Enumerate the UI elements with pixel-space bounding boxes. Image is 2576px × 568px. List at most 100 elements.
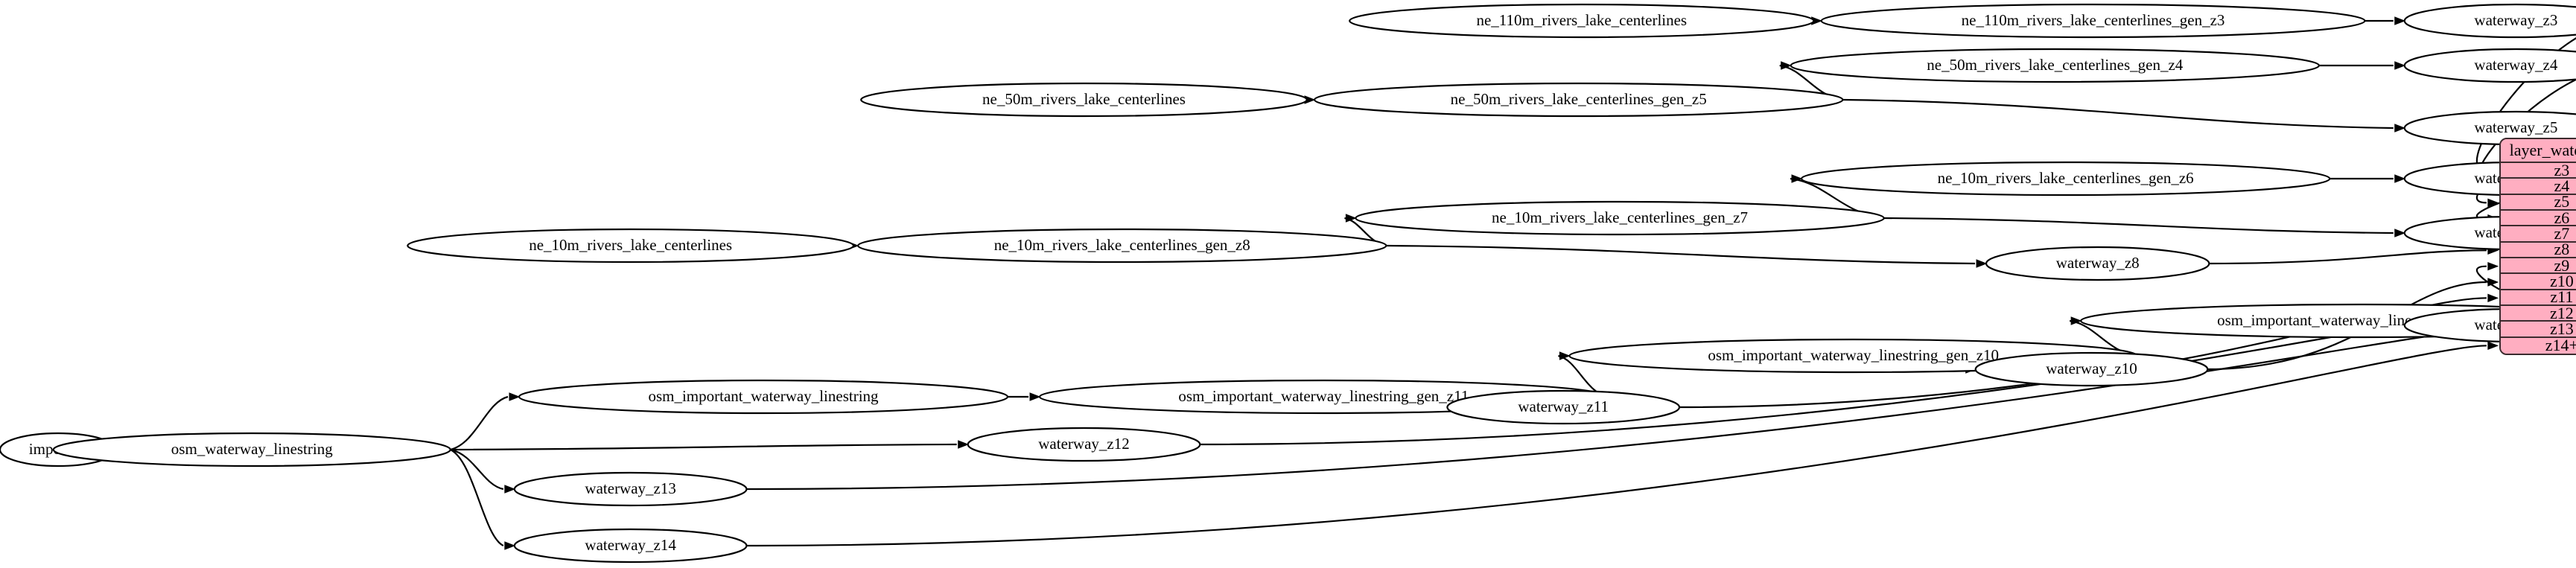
edge-arrowhead xyxy=(1029,392,1041,401)
edge-osm_waterway_linestring--to--waterway_z12 xyxy=(450,443,957,451)
node-ne_110m_rivers_lake_centerlines_gen_z3[interactable]: ne_110m_rivers_lake_centerlines_gen_z3 xyxy=(1820,3,2366,39)
edge-arrowhead xyxy=(504,541,516,550)
edge-arrowhead xyxy=(2487,261,2499,271)
edge-path xyxy=(450,448,504,491)
record-row-z11[interactable]: z11 xyxy=(2500,287,2576,306)
node-shape xyxy=(1800,161,2331,197)
record-row-z14+[interactable]: z14+ xyxy=(2500,336,2576,354)
node-ne_50m_rivers_lake_centerlines[interactable]: ne_50m_rivers_lake_centerlines xyxy=(860,82,1308,118)
record-row-z9[interactable]: z9 xyxy=(2500,256,2576,275)
record-row-z12[interactable]: z12 xyxy=(2500,304,2576,322)
node-osm_important_waterway_linestring_gen_z11[interactable]: osm_important_waterway_linestring_gen_z1… xyxy=(1038,379,1609,415)
node-waterway_z12[interactable]: waterway_z12 xyxy=(967,427,1201,462)
node-shape xyxy=(1790,48,2321,83)
node-shape xyxy=(518,379,1009,415)
node-label: waterway_z10 xyxy=(2046,360,2137,377)
node-label: waterway_z11 xyxy=(1518,398,1609,415)
node-shape xyxy=(1974,351,2209,387)
node-shape xyxy=(513,471,748,507)
edge-path xyxy=(1842,98,2394,130)
node-shape xyxy=(1820,3,2366,39)
edge-arrowhead xyxy=(1559,351,1571,360)
node-label: waterway_z3 xyxy=(2474,11,2557,29)
node-ne_10m_rivers_lake_centerlines_gen_z8[interactable]: ne_10m_rivers_lake_centerlines_gen_z8 xyxy=(856,228,1387,264)
node-ne_10m_rivers_lake_centerlines_gen_z7[interactable]: ne_10m_rivers_lake_centerlines_gen_z7 xyxy=(1355,200,1885,236)
edge-arrowhead xyxy=(2070,316,2082,325)
edge-path xyxy=(2209,249,2487,265)
edge-osm_waterway_linestring--to--waterway_z13 xyxy=(450,448,504,491)
node-ne_10m_rivers_lake_centerlines_gen_z6[interactable]: ne_10m_rivers_lake_centerlines_gen_z6 xyxy=(1800,161,2331,197)
record-row-z7[interactable]: z7 xyxy=(2500,224,2576,243)
node-osm_waterway_linestring[interactable]: osm_waterway_linestring xyxy=(52,432,451,468)
node-shape xyxy=(1313,82,1844,118)
node-osm_important_waterway_linestring[interactable]: osm_important_waterway_linestring xyxy=(518,379,1009,415)
node-label: waterway_z14 xyxy=(585,536,676,554)
node-label: ne_50m_rivers_lake_centerlines_gen_z4 xyxy=(1927,56,2184,74)
node-label: waterway_z13 xyxy=(585,479,675,497)
node-shape xyxy=(1985,246,2210,281)
node-label: waterway_z8 xyxy=(2056,254,2140,272)
node-label: ne_10m_rivers_lake_centerlines_gen_z7 xyxy=(1492,208,1748,226)
node-label: osm_important_waterway_linestring_gen_z1… xyxy=(1708,346,1999,364)
node-waterway_z11[interactable]: waterway_z11 xyxy=(1446,389,1681,425)
node-waterway_z4[interactable]: waterway_z4 xyxy=(2403,48,2576,83)
node-ne_50m_rivers_lake_centerlines_gen_z5[interactable]: ne_50m_rivers_lake_centerlines_gen_z5 xyxy=(1313,82,1844,118)
node-waterway_z14[interactable]: waterway_z14 xyxy=(513,528,748,564)
edge-arrowhead xyxy=(958,440,970,449)
node-ne_50m_rivers_lake_centerlines_gen_z4[interactable]: ne_50m_rivers_lake_centerlines_gen_z4 xyxy=(1790,48,2321,83)
node-label: ne_10m_rivers_lake_centerlines_gen_z6 xyxy=(1938,169,2194,187)
edge-path xyxy=(746,328,2487,491)
node-label: waterway_z4 xyxy=(2474,56,2557,74)
record-row-z3[interactable]: z3 xyxy=(2500,161,2576,179)
record-node-layer-waterway[interactable]: layer_waterway z3z4z5z6z7z8z9z10z11z12z1… xyxy=(2499,138,2576,355)
edge-arrowhead xyxy=(2394,61,2406,70)
record-row-z13[interactable]: z13 xyxy=(2500,319,2576,338)
edge-arrowhead xyxy=(1791,174,1803,183)
node-waterway_z13[interactable]: waterway_z13 xyxy=(513,471,748,507)
node-ne_10m_rivers_lake_centerlines[interactable]: ne_10m_rivers_lake_centerlines xyxy=(407,228,855,264)
nodes-layer: imposm3osm_waterway_linestringne_110m_ri… xyxy=(0,3,2576,564)
edge-arrowhead xyxy=(504,485,516,494)
edge-path xyxy=(1386,244,1976,265)
node-waterway_z3[interactable]: waterway_z3 xyxy=(2403,3,2576,39)
edge-arrowhead xyxy=(1976,259,1988,268)
node-shape xyxy=(2403,48,2576,83)
edge-waterway_z8--to--layer_waterway-z8 xyxy=(2209,249,2487,265)
edge-arrowhead xyxy=(2394,16,2406,25)
node-shape xyxy=(1446,389,1681,425)
edge-path xyxy=(450,449,504,546)
node-label: waterway_z5 xyxy=(2474,118,2557,136)
edge-ne_50m_rivers_lake_centerlines_gen_z5--to--waterway_z5 xyxy=(1842,98,2394,130)
node-label: osm_important_waterway_linestring_gen_z1… xyxy=(1178,387,1469,405)
record-row-z6[interactable]: z6 xyxy=(2500,208,2576,227)
node-waterway_z5[interactable]: waterway_z5 xyxy=(2403,110,2576,146)
edge-arrowhead xyxy=(2487,293,2499,303)
node-label: ne_10m_rivers_lake_centerlines xyxy=(529,236,732,254)
node-ne_110m_rivers_lake_centerlines[interactable]: ne_110m_rivers_lake_centerlines xyxy=(1349,3,1815,39)
node-label: ne_110m_rivers_lake_centerlines xyxy=(1476,11,1687,29)
edge-arrowhead xyxy=(2394,124,2406,133)
record-row-z10[interactable]: z10 xyxy=(2500,272,2576,290)
edges-layer xyxy=(42,16,2576,550)
node-label: ne_50m_rivers_lake_centerlines_gen_z5 xyxy=(1451,90,1707,108)
record-row-z8[interactable]: z8 xyxy=(2500,240,2576,258)
edge-ne_10m_rivers_lake_centerlines_gen_z8--to--waterway_z8 xyxy=(1386,244,1976,265)
node-waterway_z8[interactable]: waterway_z8 xyxy=(1985,246,2210,281)
node-label: waterway_z12 xyxy=(1038,435,1129,453)
record-row-z4[interactable]: z4 xyxy=(2500,176,2576,195)
edge-arrowhead xyxy=(2487,278,2499,287)
record-row-z5[interactable]: z5 xyxy=(2500,192,2576,211)
edge-arrowhead xyxy=(1345,214,1357,223)
record-title: layer_waterway xyxy=(2500,139,2576,163)
edge-osm_waterway_linestring--to--osm_important_waterway_linestring xyxy=(450,395,509,451)
node-label: ne_50m_rivers_lake_centerlines xyxy=(982,90,1186,108)
node-shape xyxy=(407,228,855,264)
edge-arrowhead xyxy=(2487,198,2499,208)
edge-arrowhead xyxy=(1781,61,1793,70)
node-label: ne_110m_rivers_lake_centerlines_gen_z3 xyxy=(1962,11,2225,29)
edge-path xyxy=(1883,217,2394,234)
node-waterway_z10[interactable]: waterway_z10 xyxy=(1974,351,2209,387)
